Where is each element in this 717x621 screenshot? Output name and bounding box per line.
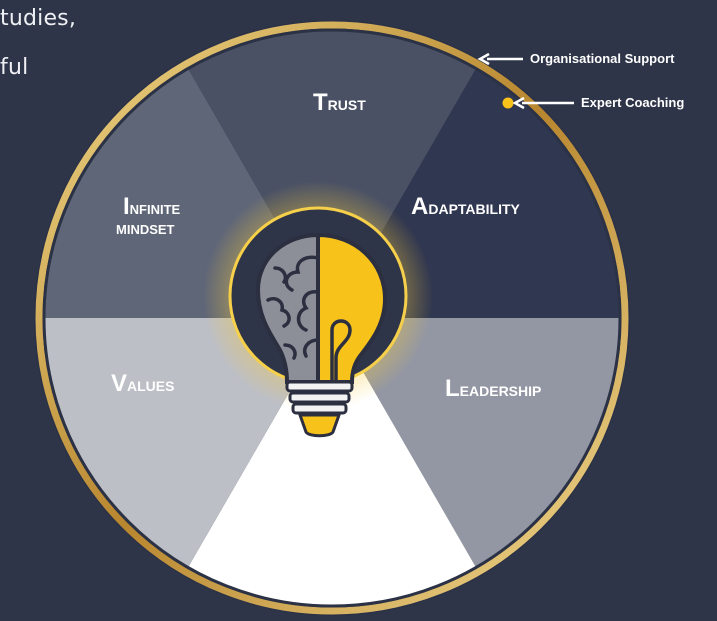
- lightbulb-brain-icon: [203, 181, 433, 438]
- segment-center-beam: [182, 318, 482, 606]
- label-trust-rest: RUST: [328, 97, 367, 113]
- filament: [330, 319, 352, 384]
- bulb-base-ring-1: [285, 380, 354, 393]
- label-values: VALUES: [111, 370, 174, 397]
- label-leadership-rest: EADERSHIP: [460, 383, 542, 399]
- callout-organisational-support-text: Organisational Support: [530, 51, 675, 66]
- svg-text:INFINITE: INFINITE: [123, 193, 181, 220]
- label-mindset: MINDSET: [116, 222, 175, 237]
- expert-coaching-dot: [502, 97, 514, 109]
- label-values-rest: ALUES: [127, 378, 174, 394]
- label-adaptability-initial: A: [411, 193, 428, 220]
- callout-expert-coaching-text: Expert Coaching: [581, 95, 684, 110]
- callout-expert-coaching: Expert Coaching: [502, 95, 684, 110]
- brain-folds: [266, 255, 320, 360]
- inner-ring: [42, 28, 622, 608]
- segment-trust: [182, 30, 482, 318]
- brain-half: [255, 232, 320, 384]
- label-infinite-initial: I: [123, 193, 130, 220]
- bulb-base-ring-3: [291, 402, 348, 415]
- svg-text:TRUST: TRUST: [313, 89, 366, 116]
- bulb-tip: [297, 413, 342, 438]
- label-adaptability-rest: DAPTABILITY: [428, 201, 520, 217]
- label-trust: TRUST: [313, 89, 366, 116]
- gold-ring-organisational-support: [35, 21, 629, 615]
- arrow-head-organisational-support: [477, 52, 490, 66]
- label-adaptability: ADAPTABILITY: [411, 193, 521, 220]
- svg-text:LEADERSHIP: LEADERSHIP: [445, 375, 541, 402]
- label-infinite-mindset: INFINITE MINDSET: [116, 193, 181, 237]
- svg-text:VALUES: VALUES: [111, 370, 174, 397]
- label-infinite-rest: NFINITE: [130, 202, 181, 217]
- label-values-initial: V: [111, 370, 127, 397]
- label-leadership-initial: L: [445, 375, 460, 402]
- label-leadership: LEADERSHIP: [445, 375, 541, 402]
- intro-text-line-1: tudies,: [0, 6, 77, 31]
- svg-text:ADAPTABILITY: ADAPTABILITY: [411, 193, 521, 220]
- bulb-base-ring-2: [288, 391, 351, 404]
- intro-text-line-2: ful: [0, 55, 29, 80]
- bulb-light-half: [316, 232, 388, 384]
- arrow-head-expert-coaching: [512, 96, 525, 110]
- label-trust-initial: T: [313, 89, 328, 116]
- callout-organisational-support: Organisational Support: [477, 51, 675, 66]
